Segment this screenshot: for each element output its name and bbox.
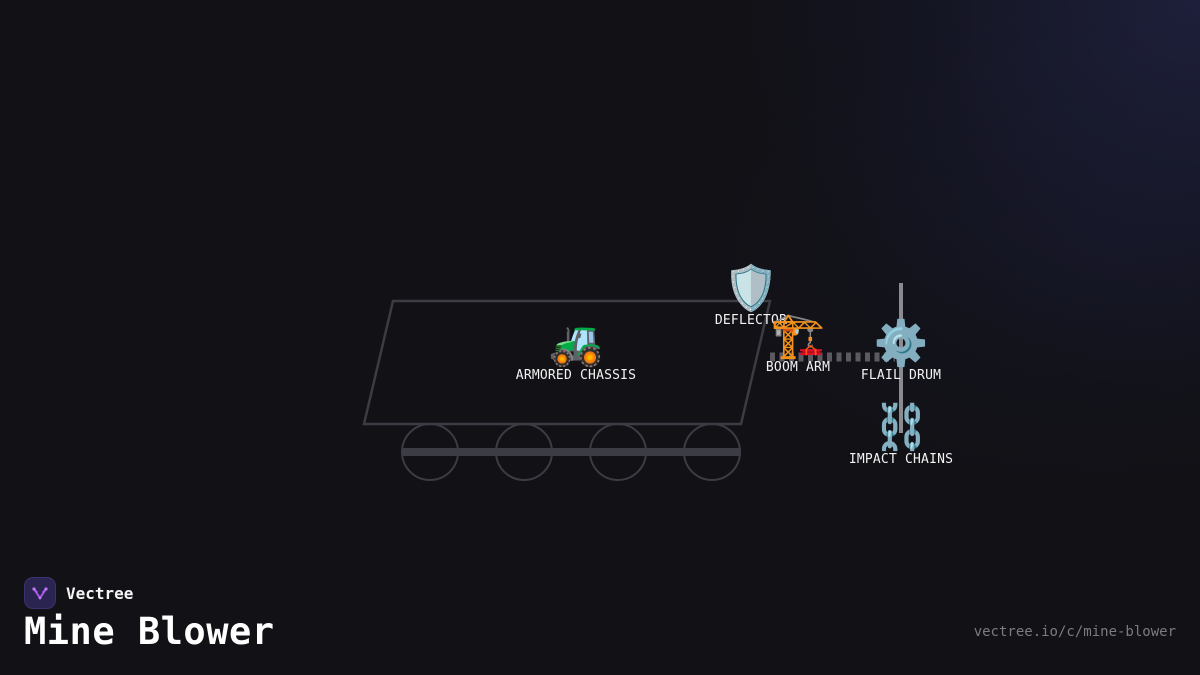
node-boom-arm: 🏗️ BOOM ARM (765, 310, 831, 376)
chassis-body (362, 299, 772, 426)
node-armored-chassis: 🚜 ARMORED CHASSIS (515, 318, 637, 384)
vectree-logo-icon[interactable] (24, 577, 56, 609)
tractor-icon: 🚜 (548, 318, 604, 369)
logo-mark (32, 587, 48, 600)
node-flail-drum: ⚙️ FLAIL DRUM (860, 318, 942, 384)
brand-name: Vectree (66, 583, 134, 603)
page-title: Mine Blower (24, 610, 275, 653)
chains-icon: ⛓️ (873, 402, 929, 453)
brand: Vectree (24, 577, 133, 609)
crane-icon: 🏗️ (770, 310, 826, 361)
node-impact-chains: ⛓️ IMPACT CHAINS (848, 402, 954, 468)
node-label: DEFLECTOR (714, 313, 788, 328)
page-url[interactable]: vectree.io/c/mine-blower (973, 624, 1176, 640)
node-label: FLAIL DRUM (860, 368, 942, 383)
track-bar (402, 448, 741, 456)
node-deflector: 🛡️ DEFLECTOR (714, 263, 788, 329)
gear-icon: ⚙️ (873, 318, 929, 369)
node-label: ARMORED CHASSIS (515, 368, 637, 383)
shield-icon: 🛡️ (723, 263, 779, 314)
node-label: BOOM ARM (765, 360, 831, 375)
node-label: IMPACT CHAINS (848, 452, 954, 467)
